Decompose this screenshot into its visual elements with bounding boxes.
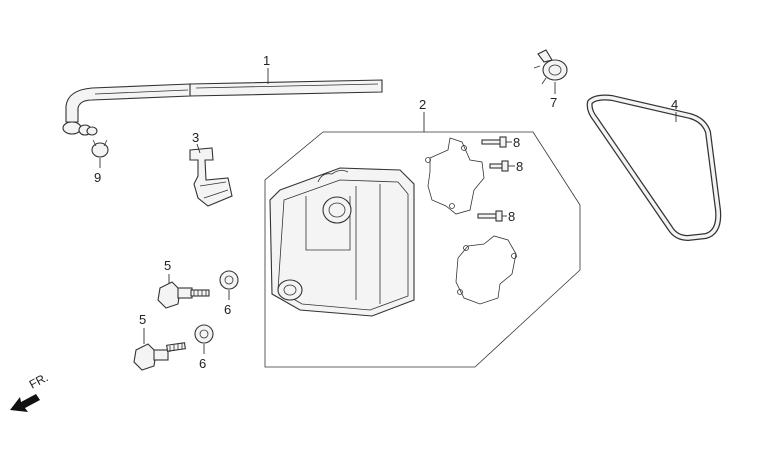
callout-5-lower: 5 — [139, 312, 146, 327]
part-7-clamp — [533, 49, 568, 85]
gasket-plate-lower — [455, 235, 517, 305]
part-9-hose-clip — [91, 139, 109, 158]
callout-2: 2 — [419, 97, 426, 112]
part-8-screw-c — [477, 210, 503, 222]
part-8-screw-b — [489, 160, 509, 172]
part-5-bolt-lower — [133, 342, 186, 371]
part-6-washer-upper — [219, 270, 239, 290]
part-3-bracket — [189, 147, 233, 207]
part-2-cylinder-head-cover — [269, 167, 415, 317]
callout-5-upper: 5 — [164, 258, 171, 273]
gasket-plate-upper — [425, 137, 485, 215]
callout-4: 4 — [671, 97, 678, 112]
callout-9: 9 — [94, 170, 101, 185]
assembly-2-frame — [264, 131, 581, 368]
part-1-breather-hose — [62, 79, 383, 136]
part-5-bolt-upper — [157, 281, 210, 309]
callout-8-c: 8 — [508, 209, 515, 224]
callout-3: 3 — [192, 130, 199, 145]
callout-8-a: 8 — [513, 135, 520, 150]
front-direction-label: FR. — [27, 370, 51, 391]
part-6-washer-lower — [194, 324, 214, 344]
leader-3 — [196, 143, 201, 154]
callout-8-b: 8 — [516, 159, 523, 174]
part-4-cover-gasket — [586, 94, 722, 241]
part-8-screw-a — [481, 136, 507, 148]
callout-6-lower: 6 — [199, 356, 206, 371]
callout-7: 7 — [550, 95, 557, 110]
callout-6-upper: 6 — [224, 302, 231, 317]
callout-1: 1 — [263, 53, 270, 68]
front-direction-arrow-icon — [10, 394, 40, 412]
